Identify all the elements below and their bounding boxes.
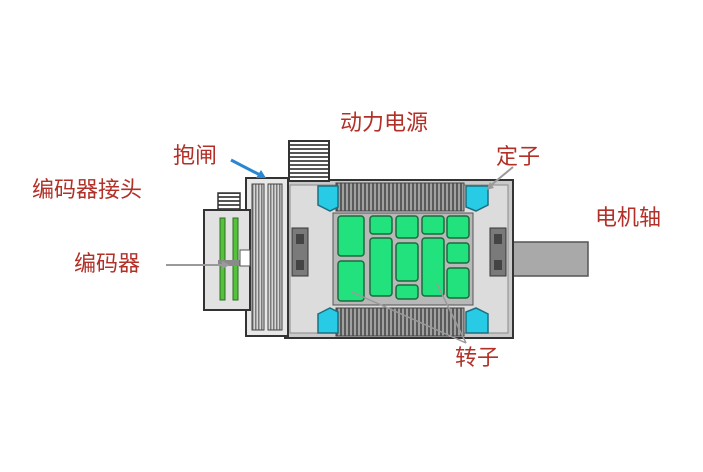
stator-wedge-bottom-left (317, 307, 339, 334)
label-power-supply: 动力电源 (340, 111, 429, 136)
rotor-magnet (395, 215, 419, 239)
rotor-pointer-right (436, 283, 467, 344)
rotor-magnet (395, 242, 419, 282)
power-connector-box (288, 140, 330, 182)
encoder-disc (232, 217, 239, 301)
stator-wedge-top-right (465, 185, 489, 212)
rotor-magnets (337, 215, 470, 302)
encoder-connector-box (217, 192, 241, 211)
rotor-magnet (446, 215, 470, 239)
rotor-pointer-left (351, 291, 467, 344)
label-brake: 抱闸 (173, 144, 218, 169)
rotor-magnet (337, 215, 365, 257)
rotor-magnet (421, 237, 445, 297)
rotor-magnet (369, 237, 393, 297)
rotor-magnet (369, 215, 393, 235)
rotor-magnet (395, 284, 419, 300)
rotor-magnet (446, 242, 470, 264)
encoder-disc (219, 217, 226, 301)
label-stator: 定子 (496, 145, 541, 170)
stator-pointer (489, 166, 514, 187)
stator-winding-top (335, 182, 465, 212)
brake-pointer (230, 158, 263, 178)
stator-wedge-bottom-right (465, 307, 489, 334)
label-motor-shaft: 电机轴 (595, 206, 662, 231)
rotor-magnet (337, 260, 365, 302)
rotor-magnet (421, 215, 445, 235)
stator-winding-bottom (335, 307, 465, 337)
stator-wedge-top-left (317, 185, 339, 212)
rotor-magnet (446, 267, 470, 299)
label-encoder-connector: 编码器接头 (32, 178, 143, 203)
motor-shaft (507, 241, 589, 277)
label-rotor: 转子 (455, 346, 500, 371)
label-encoder: 编码器 (74, 252, 141, 277)
